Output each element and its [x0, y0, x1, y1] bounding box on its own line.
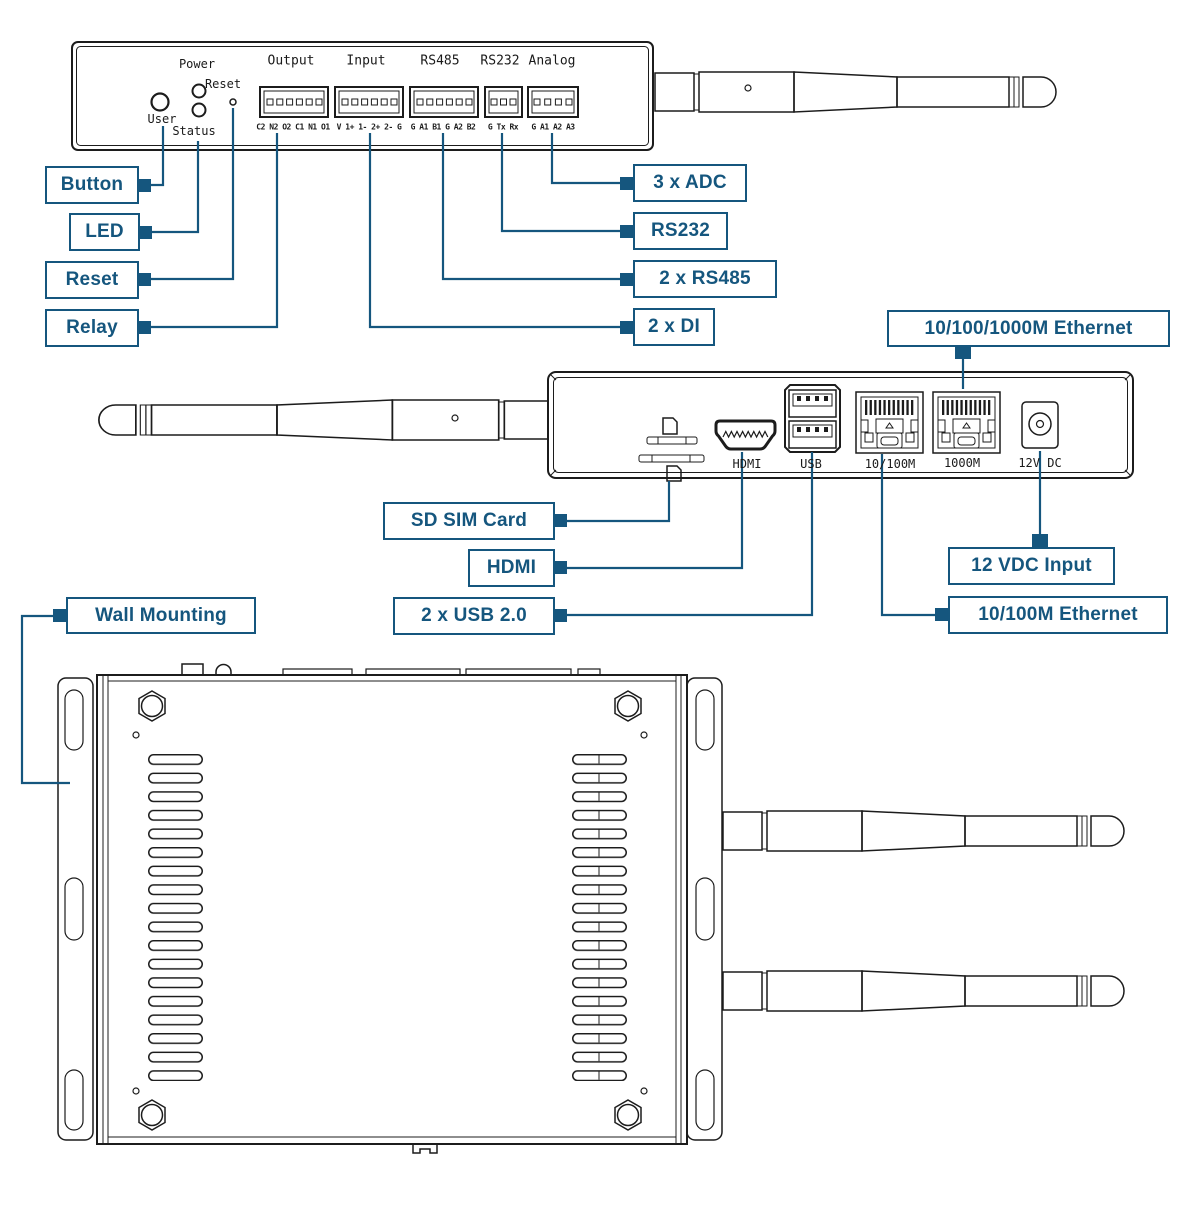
reset-hole	[229, 98, 237, 106]
status-led	[191, 102, 207, 118]
pin-labels-rs232: G Tx Rx	[487, 122, 519, 132]
mount-slot	[64, 1069, 84, 1131]
callout-relay: Relay	[45, 309, 139, 347]
user-label: User	[147, 112, 177, 126]
bottom-clip	[412, 1144, 438, 1154]
power-led	[191, 83, 207, 99]
mount-slot	[695, 689, 715, 751]
wall-flange-left	[57, 677, 94, 1141]
pin-labels-input: V 1+ 1- 2+ 2- G	[336, 122, 402, 132]
usb-ports	[784, 384, 841, 453]
eth-1000m-port-label: 1000M	[943, 456, 981, 470]
callout-rs232: RS232	[633, 212, 728, 250]
block-heading-input: Input	[346, 53, 386, 69]
user-button	[150, 92, 170, 112]
vent-grid-left	[148, 754, 203, 1081]
callout-usb: 2 x USB 2.0	[393, 597, 555, 635]
hdmi-port-label: HDMI	[732, 457, 762, 471]
callout-wall-mounting: Wall Mounting	[66, 597, 256, 634]
callout-hdmi: HDMI	[468, 549, 555, 587]
callout-rs485: 2 x RS485	[633, 260, 777, 298]
antenna-hinge-pin	[744, 84, 752, 92]
callout-button: Button	[45, 166, 139, 204]
rear-antenna	[98, 399, 549, 441]
mount-slot	[695, 877, 715, 941]
front-antenna	[654, 71, 1057, 113]
reset-label: Reset	[204, 77, 242, 91]
pin-labels-output: C2 N2 O2 C1 N1 O1	[256, 122, 330, 132]
callout-reset: Reset	[45, 261, 139, 299]
eth-10-100m-port-label: 10/100M	[864, 457, 916, 471]
callout-sd-sim: SD SIM Card	[383, 502, 555, 540]
power-label: Power	[178, 57, 216, 71]
callout-lines	[20, 108, 1042, 785]
mount-slot	[64, 689, 84, 751]
front-device-outline	[71, 41, 654, 151]
sd-sim-slots	[638, 417, 705, 482]
pin-labels-rs485: G A1 B1 G A2 B2	[410, 122, 476, 132]
callout-gigabit-ethernet: 10/100/1000M Ethernet	[887, 310, 1170, 347]
callout-vdc-input: 12 VDC Input	[948, 547, 1115, 585]
front-device-drawing	[71, 41, 1057, 151]
pin-labels-analog: G A1 A2 A3	[531, 122, 575, 132]
dc-port-label: 12V DC	[1018, 456, 1062, 470]
usb-port-label: USB	[800, 457, 822, 471]
bottom-antenna-upper	[722, 810, 1125, 852]
callout-anchors	[53, 177, 1048, 622]
antenna-hinge-pin	[451, 414, 459, 422]
status-label: Status	[172, 124, 216, 138]
hdmi-port	[714, 419, 777, 451]
callout-di: 2 x DI	[633, 308, 715, 346]
dc-jack	[1021, 401, 1059, 449]
bottom-antenna-lower	[722, 970, 1125, 1012]
callout-fast-ethernet: 10/100M Ethernet	[948, 596, 1168, 634]
callout-led: LED	[69, 213, 140, 251]
bottom-device-drawing	[57, 663, 1125, 1154]
rear-device-drawing	[98, 371, 1134, 482]
wall-flange-right	[686, 677, 723, 1141]
mount-slot	[695, 1069, 715, 1131]
mount-slot	[64, 877, 84, 941]
vent-grid-right	[572, 754, 627, 1081]
block-heading-rs485: RS485	[420, 53, 460, 69]
block-heading-analog: Analog	[528, 53, 576, 69]
callout-adc: 3 x ADC	[633, 164, 747, 202]
block-heading-output: Output	[267, 53, 315, 69]
block-heading-rs232: RS232	[480, 53, 520, 69]
